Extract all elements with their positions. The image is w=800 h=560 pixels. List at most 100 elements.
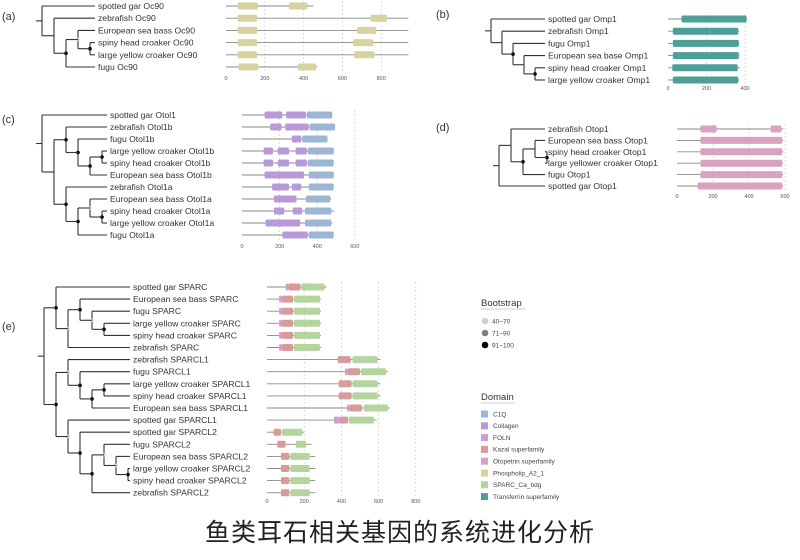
gene-name: large yellow croaker Otol1b [110,146,214,156]
domain-transferrin [672,76,739,84]
domain-c1q [305,195,331,203]
domain-collagen [277,159,289,167]
panel-label: (b) [436,9,449,21]
domain-row [242,159,334,167]
gene-name: large yellower croaker Otop1 [548,158,658,168]
axis-tick-label: 400 [337,499,346,505]
domain-c1q [309,123,336,131]
gene-name: large yellow croaker Otol1a [110,218,214,228]
domain-row [226,63,318,71]
domain-collagen [272,183,289,191]
domain-transferrin [672,27,739,35]
bootstrap-swatch [481,329,489,337]
gene-name: zebrafish Otop1 [548,124,609,134]
domain-sparc [352,356,378,364]
domain-collagen [263,147,274,155]
bootstrap-swatch [481,317,489,325]
domain-row [668,27,740,35]
gene-name: fugu Omp1 [548,38,591,48]
domain-kazal [339,416,348,424]
domain-c1q [307,147,334,155]
domain-collagen [277,147,289,155]
domain-sparc [281,428,303,436]
domain-kazal [280,452,290,460]
domain-legend-label: FOLN [493,435,511,442]
domain-collagen [273,207,285,215]
gene-name: fugu Otop1 [548,170,591,180]
domain-kazal [281,344,294,351]
domain-sparc [348,416,374,424]
domain-foln [279,295,282,303]
domain-swatch [481,410,488,418]
domain-collagen [291,135,302,143]
domain-kazal [347,368,360,376]
gene-name: large yellow croaker Omp1 [548,75,650,85]
domain-row [677,159,784,167]
domain-swatch [481,481,488,489]
gene-name: spiny head croaker Otol1a [110,206,211,216]
gene-name: zebrafish Oc90 [98,13,156,23]
domain-row [242,171,334,179]
domain-sparc [363,404,388,412]
domain-row [267,416,377,424]
domain-sparc [290,452,310,460]
domain-row [267,392,381,400]
domain-row [677,171,784,179]
domain-collagen [295,147,307,155]
domain-row [242,123,336,131]
domain-c1q [308,171,334,179]
domain-c1q [304,219,332,227]
bootstrap-legend-label: 71~90 [492,330,511,337]
axis-tick-label: 0 [224,76,227,82]
gene-name: fugu SPARC [133,306,181,316]
gene-name: spotted gar SPARCL2 [133,427,217,437]
domain-row [668,52,740,60]
gene-name: large yellow croaker Oc90 [98,50,198,60]
gene-name: European sea bass Otol1a [110,194,212,204]
domain-phospholip [237,2,259,10]
domain-row [668,39,740,47]
domain-row [242,147,334,155]
domain-sparc [352,380,378,388]
gene-name: spiny head croaker SPARCL1 [133,391,247,401]
domain-row [267,477,316,485]
domain-sparc [290,489,310,497]
figure-caption: 鱼类耳石相关基因的系统进化分析 [204,518,595,547]
domain-row [226,26,409,34]
domain-foln [279,331,282,339]
legend: Bootstrap40~7071~9091~100DomainC1QCollag… [481,298,560,501]
gene-name: spiny head croaker Oc90 [98,38,194,48]
axis-tick-label: 0 [666,86,669,92]
domain-row [677,136,784,144]
domain-swatch [481,469,488,477]
domain-transferrin [672,52,739,60]
domain-row [226,39,409,47]
bootstrap-legend-title: Bootstrap [481,298,522,309]
domain-phospholip [353,39,374,47]
gene-name: fugu Otol1b [110,134,155,144]
domain-sparc [301,283,325,291]
domain-swatch [481,445,488,453]
gene-name: European sea bass SPARCL2 [133,451,248,461]
panel-label: (e) [2,321,15,333]
domain-c1q [302,135,328,143]
domain-phospholip [297,63,317,71]
domain-kazal [337,356,351,364]
gene-name: European sea bass Oc90 [98,25,195,35]
domain-row [267,319,321,327]
axis-tick-label: 400 [299,76,308,82]
domain-kazal [338,380,352,388]
domain-phospholip [238,63,259,71]
domain-foln [285,283,289,291]
axis-tick-label: 200 [275,244,284,250]
domain-phospholip [237,26,258,34]
gene-name: large yellow croaker SPARCL1 [133,379,251,389]
domain-transferrin [681,15,747,23]
gene-name: spotted gar Otol1 [110,110,176,120]
domain-row [242,135,328,143]
domain-legend-label: Phospholip_A2_1 [493,470,544,477]
domain-swatch [481,422,488,430]
domain-row [242,183,334,191]
